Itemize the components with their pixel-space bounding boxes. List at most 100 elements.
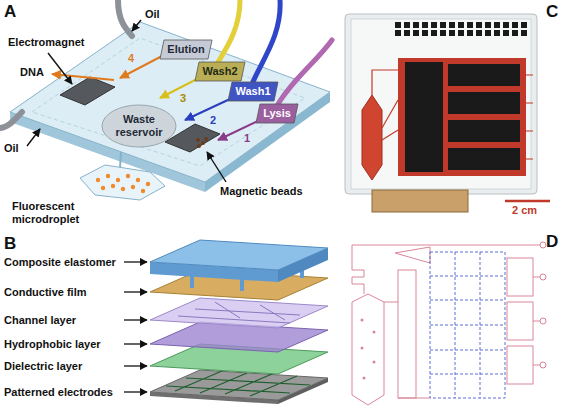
layout-drawing [352, 242, 546, 405]
reservoir-outline [256, 104, 298, 123]
part-label: DNA [20, 66, 44, 79]
channel-pattern [178, 302, 300, 323]
bead [201, 141, 205, 145]
callout-number: 2 [210, 114, 216, 127]
droplet [363, 377, 366, 380]
hydrophobic-layer [150, 322, 328, 352]
reservoir: Wash2 [195, 62, 245, 81]
bead [196, 138, 200, 142]
inlet-label: Oil [145, 8, 160, 21]
device-window [351, 19, 531, 189]
droplet [146, 182, 150, 186]
droplet [111, 184, 115, 188]
bead [204, 137, 208, 141]
panel-letter: B [4, 234, 16, 254]
waste-channel [398, 270, 416, 398]
droplet [136, 178, 140, 182]
channel [120, 152, 121, 168]
port [540, 318, 546, 324]
layer-label: Hydrophobic layer [4, 338, 101, 351]
leader-line [124, 291, 147, 292]
electrode-block [448, 148, 520, 170]
node-text: Lysis [263, 107, 291, 120]
droplets [361, 319, 376, 380]
device-body [345, 14, 537, 194]
layer-label: Composite elastomer [4, 256, 116, 269]
droplet [141, 189, 145, 193]
reservoir [507, 302, 533, 340]
node-text: Wash1 [235, 85, 271, 98]
serpentine [352, 262, 364, 292]
bead-path [120, 56, 162, 78]
reservoir-outline [195, 62, 245, 81]
part-label: Electromagnet [8, 36, 84, 49]
port [540, 362, 546, 368]
red-channel [372, 70, 533, 159]
callout-number: 4 [128, 52, 134, 65]
electrode-grid [430, 252, 505, 398]
electrode-grid [430, 252, 505, 398]
reservoir [507, 346, 533, 384]
red-region [398, 58, 526, 176]
dna-arrow [52, 74, 114, 80]
scale-label: 2 cm [512, 204, 537, 217]
droplet [106, 174, 110, 178]
leader-line [132, 20, 141, 31]
droplet [116, 178, 120, 182]
contact-pads [395, 22, 530, 28]
electrode-block [448, 120, 520, 142]
oil-tube [0, 112, 22, 128]
copper-connector [372, 190, 468, 212]
magnetic-beads [196, 137, 208, 148]
callout-number: 3 [180, 92, 186, 105]
part-label: Magnetic beads [220, 185, 303, 198]
layer-label: Patterned electrodes [4, 386, 113, 399]
reservoir-outline [102, 105, 176, 147]
leader-line [27, 129, 40, 146]
layer-stack [124, 240, 328, 404]
leader-line [124, 391, 147, 392]
funnel [395, 247, 430, 263]
panel-letter: A [4, 2, 16, 22]
bead [197, 144, 201, 148]
reservoir [507, 258, 533, 296]
droplet [131, 185, 135, 189]
scale-bar [505, 200, 550, 203]
droplet [96, 178, 100, 182]
electrode-pattern [166, 371, 310, 396]
reservoir-outline [228, 82, 278, 101]
electrode-block [405, 62, 443, 172]
buffer-tube [252, 0, 280, 84]
bead-path [185, 99, 230, 120]
buffer-tube [277, 40, 332, 106]
channel-line [533, 277, 540, 365]
node-text: Wash2 [202, 65, 238, 78]
panel-letter: C [546, 2, 558, 22]
bead-path [218, 121, 258, 140]
droplet [126, 174, 130, 178]
channel-layer [150, 298, 328, 328]
layer-label: Channel layer [4, 314, 76, 327]
part-label: Fluorescent microdroplet [12, 200, 96, 226]
leader-line [48, 53, 72, 84]
electromagnet [60, 77, 115, 105]
layer-label: Dielectric layer [4, 360, 82, 373]
leader-line [124, 365, 147, 366]
leader-line [207, 152, 226, 182]
reservoir: Wash1 [228, 82, 278, 101]
node-text: Waste reservoir [115, 113, 163, 139]
panel-letter: D [546, 232, 558, 252]
layer-label: Conductive film [4, 286, 87, 299]
contact-pads [395, 30, 530, 36]
reservoir: Elution [160, 40, 212, 59]
pillar [240, 279, 244, 291]
device-photo [345, 14, 550, 212]
droplet [361, 347, 364, 350]
leader-line [124, 319, 147, 320]
channel-line [352, 245, 540, 262]
droplet [373, 361, 376, 364]
bead-path [160, 79, 197, 98]
droplet-chamber [352, 294, 384, 405]
